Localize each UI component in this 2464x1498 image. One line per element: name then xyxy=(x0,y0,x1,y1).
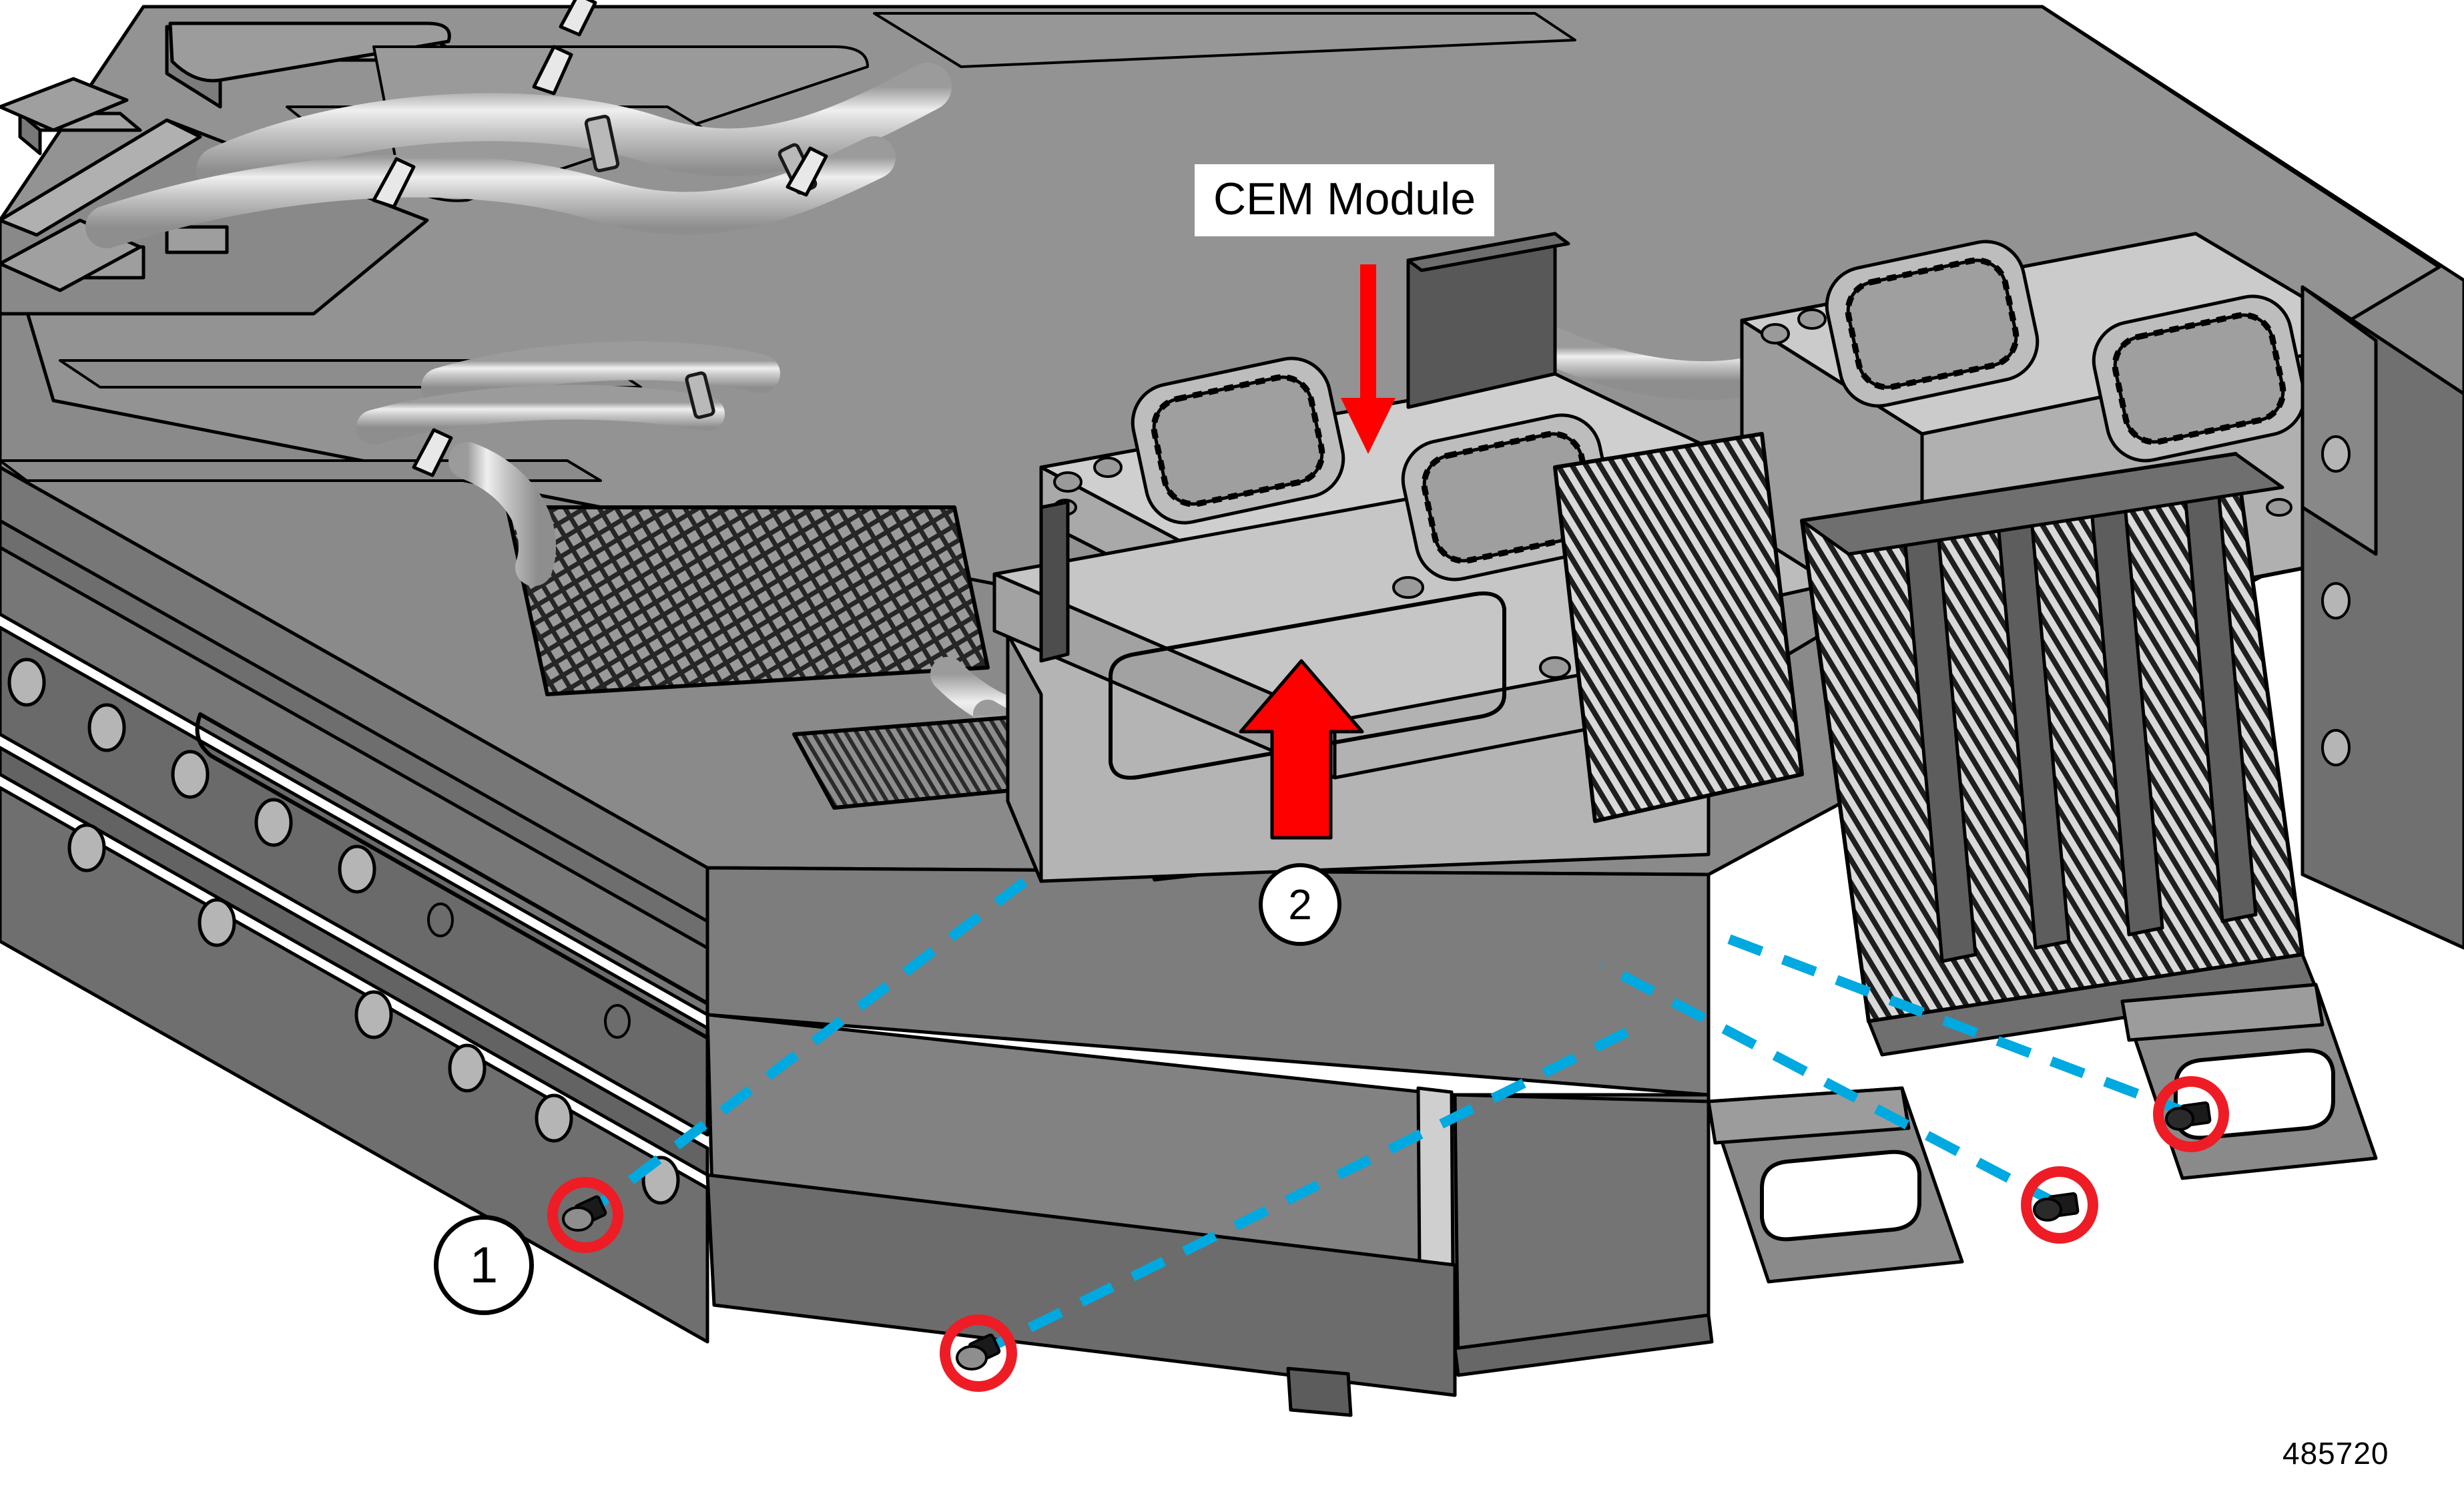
screw-bottom-mid xyxy=(956,1333,1001,1370)
callout-marker-1: 1 xyxy=(434,1215,534,1315)
screw-highlight-left xyxy=(547,1177,623,1253)
callout-marker-2: 2 xyxy=(1259,863,1341,946)
figure-id-number: 485720 xyxy=(2282,1436,2389,1471)
screw-left xyxy=(562,1195,607,1232)
screw-highlight-bottom-mid xyxy=(940,1314,1017,1392)
screw-highlight-right-lower xyxy=(2021,1166,2098,1244)
leader-bottom-mid-screw xyxy=(976,1023,1638,1358)
screw-highlight-right-upper xyxy=(2153,1076,2229,1152)
chassis-front-plate xyxy=(1453,1093,1714,1377)
annotation-arrows xyxy=(1239,264,1396,840)
chassis-side-rail xyxy=(0,465,1374,1344)
leader-right-upper-screw xyxy=(1707,926,2193,1119)
leader-lines xyxy=(582,865,2193,1358)
air-baffle-grid xyxy=(505,505,990,696)
screw-highlight-circles xyxy=(547,1076,2229,1392)
pcie-card-cage xyxy=(1553,432,2318,1057)
chassis-internal-baffle xyxy=(1039,232,1570,663)
chassis-right-side-panel xyxy=(2300,285,2464,950)
rack-ear-bracket-right xyxy=(2120,983,2378,1180)
captive-screws xyxy=(562,1101,2212,1370)
rack-ear-bracket-left xyxy=(1707,1086,1964,1284)
leader-left-screw xyxy=(582,865,1044,1219)
chassis-bottom-front-edge xyxy=(705,1173,1457,1417)
leader-right-lower-screw xyxy=(1599,960,2062,1210)
screw-right-upper xyxy=(2165,1101,2212,1131)
cem-module-lift-arrow xyxy=(1239,659,1364,840)
cem-module-pointer-arrow xyxy=(1341,264,1396,454)
cem-module xyxy=(992,356,1877,883)
cem-module-label: CEM Module xyxy=(1195,164,1495,236)
screw-right-lower xyxy=(2033,1192,2080,1222)
